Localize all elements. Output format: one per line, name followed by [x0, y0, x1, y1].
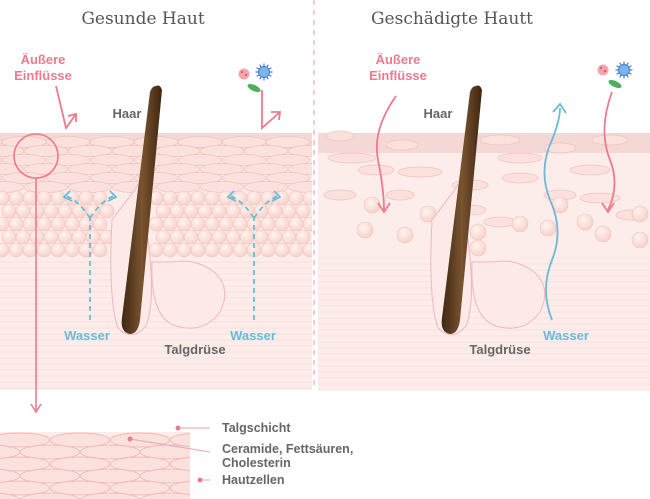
germs-right: [597, 61, 633, 89]
label-external-influences-line1: Äußere: [21, 52, 66, 67]
water-arrowheads-left: [62, 190, 282, 202]
hair-follicle-left: [110, 85, 226, 335]
hair-icon: [441, 85, 482, 334]
legend-pointers: [127, 425, 211, 483]
legend-sebum-layer: Talgschicht: [222, 421, 291, 435]
label-water-right: Wasser: [543, 328, 589, 343]
external-influence-arrows: [55, 85, 616, 214]
legend-ceramides-line2: Cholesterin: [222, 456, 291, 470]
healthy-skin-cells: [0, 136, 312, 258]
label-external-influences-right-line1: Äußere: [376, 52, 421, 67]
magnifier-callout: [13, 133, 59, 414]
title-damaged-skin: Geschädigte Hautt: [371, 9, 533, 29]
zoomed-skin-detail: [0, 432, 190, 499]
damaged-skin-cells: [323, 130, 649, 257]
label-hair-right: Haar: [424, 106, 453, 121]
hair-icon: [121, 85, 162, 334]
legend-skin-cells: Hautzellen: [222, 473, 285, 487]
virus-icon: [255, 63, 273, 81]
bacteria-icon: [597, 64, 609, 76]
germ-icon: [247, 83, 261, 93]
water-arrow-right: [543, 102, 567, 321]
virus-icon: [615, 61, 633, 79]
label-hair-left: Haar: [113, 106, 142, 121]
label-water-left-1: Wasser: [64, 328, 110, 343]
hair-follicle-right: [430, 85, 546, 335]
legend-ceramides-line1: Ceramide, Fettsäuren,: [222, 442, 353, 456]
water-arrows-left: [65, 195, 279, 320]
label-sebaceous-gland-left: Talgdrüse: [164, 342, 225, 357]
bacteria-icon: [238, 68, 250, 80]
germ-icon: [608, 79, 622, 89]
label-external-influences-right-line2: Einflüsse: [369, 68, 427, 83]
label-water-left-2: Wasser: [230, 328, 276, 343]
title-healthy-skin: Gesunde Haut: [81, 9, 205, 29]
label-external-influences-line2: Einflüsse: [14, 68, 72, 83]
germs-left: [238, 63, 273, 93]
label-sebaceous-gland-right: Talgdrüse: [469, 342, 530, 357]
